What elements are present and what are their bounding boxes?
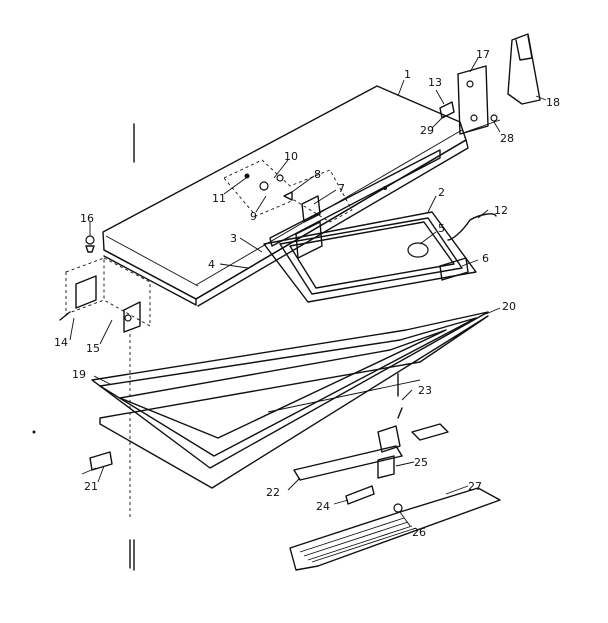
- door-frame-inner: [263, 211, 497, 303]
- leader-lines: [69, 57, 547, 527]
- callout-labels: 1 2 3 4 5 6 7 8 9 10 11 12 13 14 15 16 1…: [54, 48, 560, 539]
- right-handle-bracket: [439, 33, 541, 135]
- callout-25: 25: [414, 456, 428, 469]
- callout-8: 8: [314, 168, 321, 181]
- callout-10: 10: [284, 150, 298, 163]
- callout-11: 11: [212, 192, 226, 205]
- callout-16: 16: [80, 212, 94, 225]
- callout-1: 1: [404, 68, 411, 81]
- stray-dot-mark: [32, 430, 36, 434]
- callout-6: 6: [482, 252, 489, 265]
- callout-13: 13: [428, 76, 442, 89]
- callout-9: 9: [250, 210, 257, 223]
- callout-14: 14: [54, 336, 68, 349]
- lower-electrical-assembly: [289, 373, 501, 571]
- center-bracket-assembly: [223, 149, 441, 259]
- callout-3: 3: [230, 232, 237, 245]
- callout-5: 5: [438, 222, 445, 235]
- callout-29: 29: [420, 124, 434, 137]
- callout-17: 17: [476, 48, 490, 61]
- callout-7: 7: [338, 182, 345, 195]
- callout-21: 21: [84, 480, 98, 493]
- callout-23: 23: [418, 384, 432, 397]
- callout-18: 18: [546, 96, 560, 109]
- callout-27: 27: [468, 480, 482, 493]
- left-hinge-bracket: [59, 235, 151, 569]
- callout-12: 12: [494, 204, 508, 217]
- callout-24: 24: [316, 500, 330, 513]
- callout-22: 22: [266, 486, 280, 499]
- callout-4: 4: [208, 258, 215, 271]
- window-frame-glass: [81, 311, 489, 489]
- callout-2: 2: [438, 186, 445, 199]
- callout-15: 15: [86, 342, 100, 355]
- callout-28: 28: [500, 132, 514, 145]
- callout-20: 20: [502, 300, 516, 313]
- callout-26: 26: [412, 526, 426, 539]
- callout-19: 19: [72, 368, 86, 381]
